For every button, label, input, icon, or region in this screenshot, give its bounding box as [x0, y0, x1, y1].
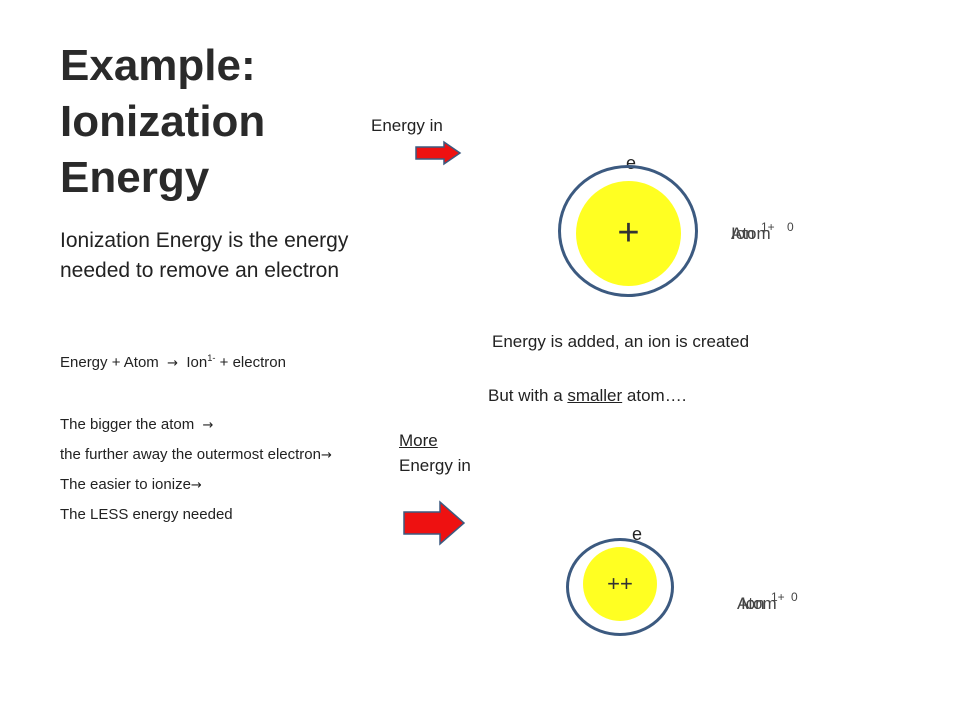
step-text: the further away the outermost electron	[60, 446, 321, 463]
right-arrow-icon: →	[190, 478, 202, 493]
state-charge-0: 0	[787, 220, 794, 234]
state-charge-1: 1+	[771, 590, 785, 604]
more-label: More	[399, 431, 438, 450]
state-charge-0: 0	[791, 590, 798, 604]
comparison-text: But with a smaller atom….	[488, 386, 686, 406]
title-line-2: Ionization	[60, 97, 266, 146]
state-ion: Ion	[731, 224, 755, 243]
comparison-emphasis: smaller	[567, 386, 623, 405]
slide-title: Example: Ionization Energy	[60, 38, 360, 206]
electron-shell	[558, 165, 698, 297]
step-text: The LESS energy needed	[60, 506, 233, 523]
title-line-1: Example:	[60, 41, 256, 90]
state-charge-1: 1+	[761, 220, 775, 234]
comparison-suffix: atom….	[622, 386, 687, 405]
step-item: the further away the outermost electron→	[60, 444, 350, 467]
step-text: The easier to ionize	[60, 476, 191, 493]
comparison-prefix: But with a	[488, 386, 568, 405]
energy-arrow-icon	[415, 140, 462, 166]
electron-shell	[566, 538, 674, 636]
step-item: The LESS energy needed	[60, 504, 350, 526]
energy-in-label: Energy in	[399, 456, 471, 475]
right-arrow-icon: →	[320, 448, 332, 463]
nucleus: ++	[583, 547, 657, 621]
title-line-3: Energy	[60, 153, 210, 202]
nucleus-charge: ++	[607, 571, 633, 596]
right-arrow-icon: →	[198, 418, 214, 433]
step-item: The easier to ionize→	[60, 474, 350, 497]
nucleus: +	[576, 181, 681, 286]
nucleus-charge: +	[617, 212, 640, 254]
equation-ion-charge: 1-	[207, 353, 216, 363]
energy-arrow-icon	[403, 500, 466, 546]
equation-reactants: Energy + Atom	[60, 354, 159, 371]
equation-electron: + electron	[219, 354, 286, 371]
caption-ion-created: Energy is added, an ion is created	[492, 332, 750, 351]
more-energy-label: More Energy in	[399, 428, 471, 478]
energy-in-label: Energy in	[371, 116, 443, 135]
state-atom: Atom	[737, 594, 777, 613]
right-arrow-icon: →	[162, 356, 183, 371]
state-atom: Atom	[731, 224, 771, 243]
state-ion: Ion	[741, 594, 765, 613]
atom-ion-state-label: Atom Ion 1+ 0	[731, 220, 801, 248]
step-item: The bigger the atom →	[60, 414, 350, 437]
reasoning-steps: The bigger the atom → the further away t…	[60, 414, 350, 533]
definition-text: Ionization Energy is the energy needed t…	[60, 229, 349, 282]
step-text: The bigger the atom	[60, 416, 195, 433]
electron-label: e	[626, 153, 637, 173]
ionization-equation: Energy + Atom → Ion1- + electron	[60, 353, 286, 371]
equation-ion: Ion	[186, 354, 208, 371]
atom-ion-state-label: Atom Ion 1+ 0	[737, 590, 807, 618]
electron-label: e	[632, 524, 643, 544]
